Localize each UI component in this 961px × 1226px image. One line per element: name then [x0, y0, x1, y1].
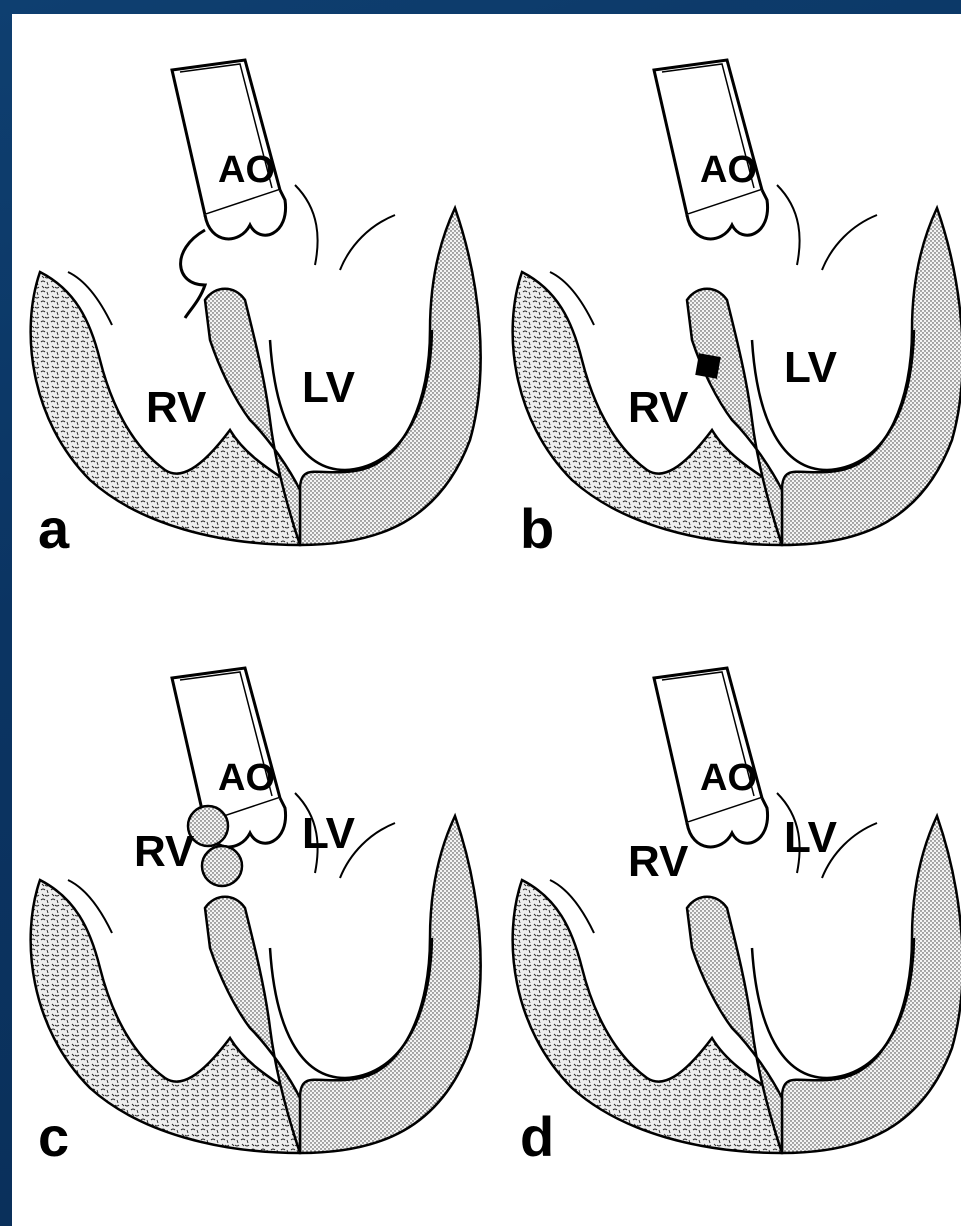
- rv-label: RV: [134, 827, 195, 876]
- lv-label: LV: [302, 809, 356, 858]
- aortic-wall-flap: [181, 230, 205, 318]
- ao-label: AO: [218, 757, 275, 799]
- ao-label: AO: [700, 149, 757, 191]
- diagram-panel-b: AO RV LV b: [513, 60, 961, 560]
- ao-label: AO: [700, 757, 757, 799]
- rv-label: RV: [628, 383, 689, 432]
- panel-letter-a: a: [38, 497, 70, 560]
- lv-label: LV: [784, 813, 838, 862]
- diagram-panel-d: AO RV LV d: [513, 668, 961, 1168]
- septal-defect-patch: [695, 353, 720, 378]
- lv-label: LV: [784, 343, 838, 392]
- rv-label: RV: [146, 383, 207, 432]
- panel-letter-d: d: [520, 1105, 554, 1168]
- lv-label: LV: [302, 363, 356, 412]
- diagram-panel-c: AO RV LV c: [31, 668, 481, 1168]
- ao-label: AO: [218, 149, 275, 191]
- septal-fragment-lower: [202, 846, 242, 886]
- panel-letter-c: c: [38, 1105, 69, 1168]
- panel-letter-b: b: [520, 497, 554, 560]
- rv-label: RV: [628, 837, 689, 886]
- diagram-panel-a: AO RV LV a: [31, 60, 481, 560]
